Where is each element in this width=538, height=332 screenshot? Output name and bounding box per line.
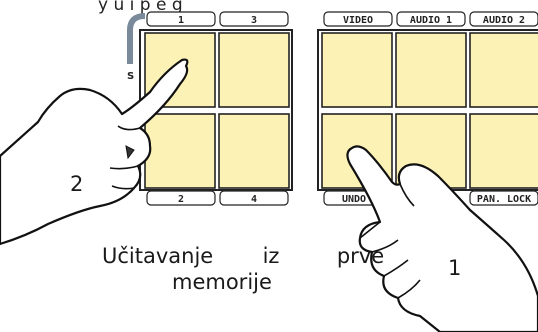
tab-pan-lock-label: PAN. LOCK [477, 194, 531, 205]
side-bracket [130, 16, 145, 64]
tab-4-label: 4 [251, 194, 257, 205]
tab-audio-2-label: AUDIO 2 [483, 15, 525, 26]
caption-word-1: Učitavanje [102, 244, 213, 268]
tab-undo-label: UNDO [342, 194, 366, 205]
tab-1-label: 1 [178, 15, 184, 26]
tab-2-label: 2 [178, 194, 184, 205]
side-letter: S [127, 71, 134, 82]
hand-left-number: 2 [70, 172, 83, 196]
pad-audio-1[interactable] [396, 33, 466, 107]
pad-video[interactable] [322, 33, 392, 107]
hand-right-number: 1 [448, 256, 461, 280]
left-pad-grid [140, 30, 292, 190]
pad-audio-2[interactable] [470, 33, 538, 107]
pad-4[interactable] [219, 114, 289, 188]
tab-3-label: 3 [251, 15, 257, 26]
caption-word-3: prve [337, 244, 384, 268]
bottom-tab-row: 2 4 UNDO PAN. LOCK [147, 191, 538, 205]
pad-2[interactable] [145, 114, 215, 188]
top-tab-row: 1 3 VIDEO AUDIO 1 AUDIO 2 [147, 12, 538, 26]
tab-video-label: VIDEO [343, 15, 373, 26]
caption-line-1: Učitavanje iz prve [102, 244, 402, 268]
pad-pan-lock[interactable] [470, 114, 538, 188]
caption-word-2: iz [263, 244, 280, 268]
caption-line-2: memorije [172, 270, 272, 294]
tab-audio-1-label: AUDIO 1 [410, 15, 452, 26]
pad-3[interactable] [219, 33, 289, 107]
